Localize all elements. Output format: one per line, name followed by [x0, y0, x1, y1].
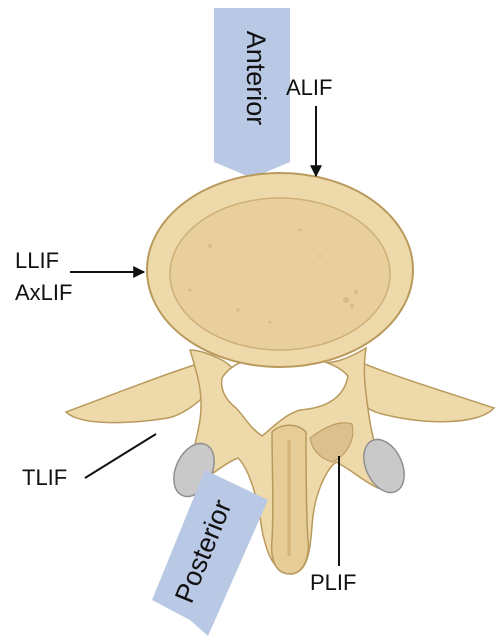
tlif-pointer: [85, 434, 156, 478]
anterior-label: Anterior: [241, 31, 271, 126]
left-transverse-process: [66, 360, 212, 423]
vertebral-body-endplate: [170, 198, 390, 350]
llif-label: LLIF: [15, 248, 59, 273]
alif-label: ALIF: [286, 75, 332, 100]
plif-label: PLIF: [310, 570, 356, 595]
axlif-label: AxLIF: [15, 280, 72, 305]
tlif-label: TLIF: [22, 465, 67, 490]
posterior-arrow: Posterior: [152, 470, 268, 636]
vertebra-illustration: [66, 173, 494, 574]
anterior-arrow: Anterior: [214, 8, 290, 178]
